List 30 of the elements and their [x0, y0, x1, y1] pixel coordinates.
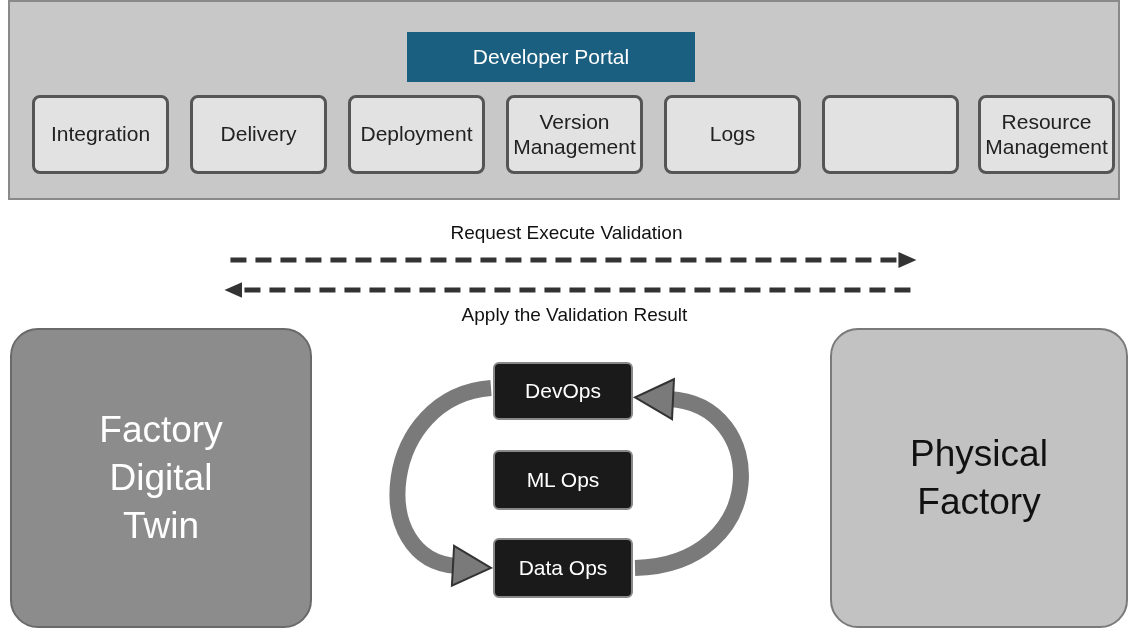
twin-box: [10, 328, 312, 628]
node-label: Data Ops: [518, 555, 608, 582]
arrow: [224, 282, 911, 298]
title-box: [407, 32, 695, 82]
node-label: ML Ops: [526, 467, 600, 494]
service-box: [32, 95, 169, 174]
arrow: [389, 380, 493, 586]
ops-box: [493, 362, 633, 420]
service-box: [190, 95, 327, 174]
service-box: [664, 95, 801, 174]
node-label: DevOps: [525, 378, 601, 405]
service-box: [348, 95, 485, 174]
arrow: [230, 252, 917, 268]
ops-box: [493, 450, 633, 510]
service-box: [978, 95, 1115, 174]
node-label: Developer Portal: [472, 44, 630, 71]
factory-box: [830, 328, 1128, 628]
portal-panel: [8, 0, 1120, 200]
arrow: [634, 379, 749, 576]
node-label: Delivery: [220, 122, 297, 147]
service-box: [506, 95, 643, 174]
node-label: Version Management: [513, 110, 636, 159]
service-box: [822, 95, 959, 174]
ops-box: [493, 538, 633, 598]
node-label: Resource Management: [985, 110, 1108, 159]
node-label: Logs: [709, 122, 756, 147]
node-label: Factory Digital Twin: [98, 407, 224, 549]
node-label: Deployment: [360, 122, 473, 147]
node-label: Integration: [50, 122, 151, 147]
node-label: Physical Factory: [909, 431, 1049, 524]
